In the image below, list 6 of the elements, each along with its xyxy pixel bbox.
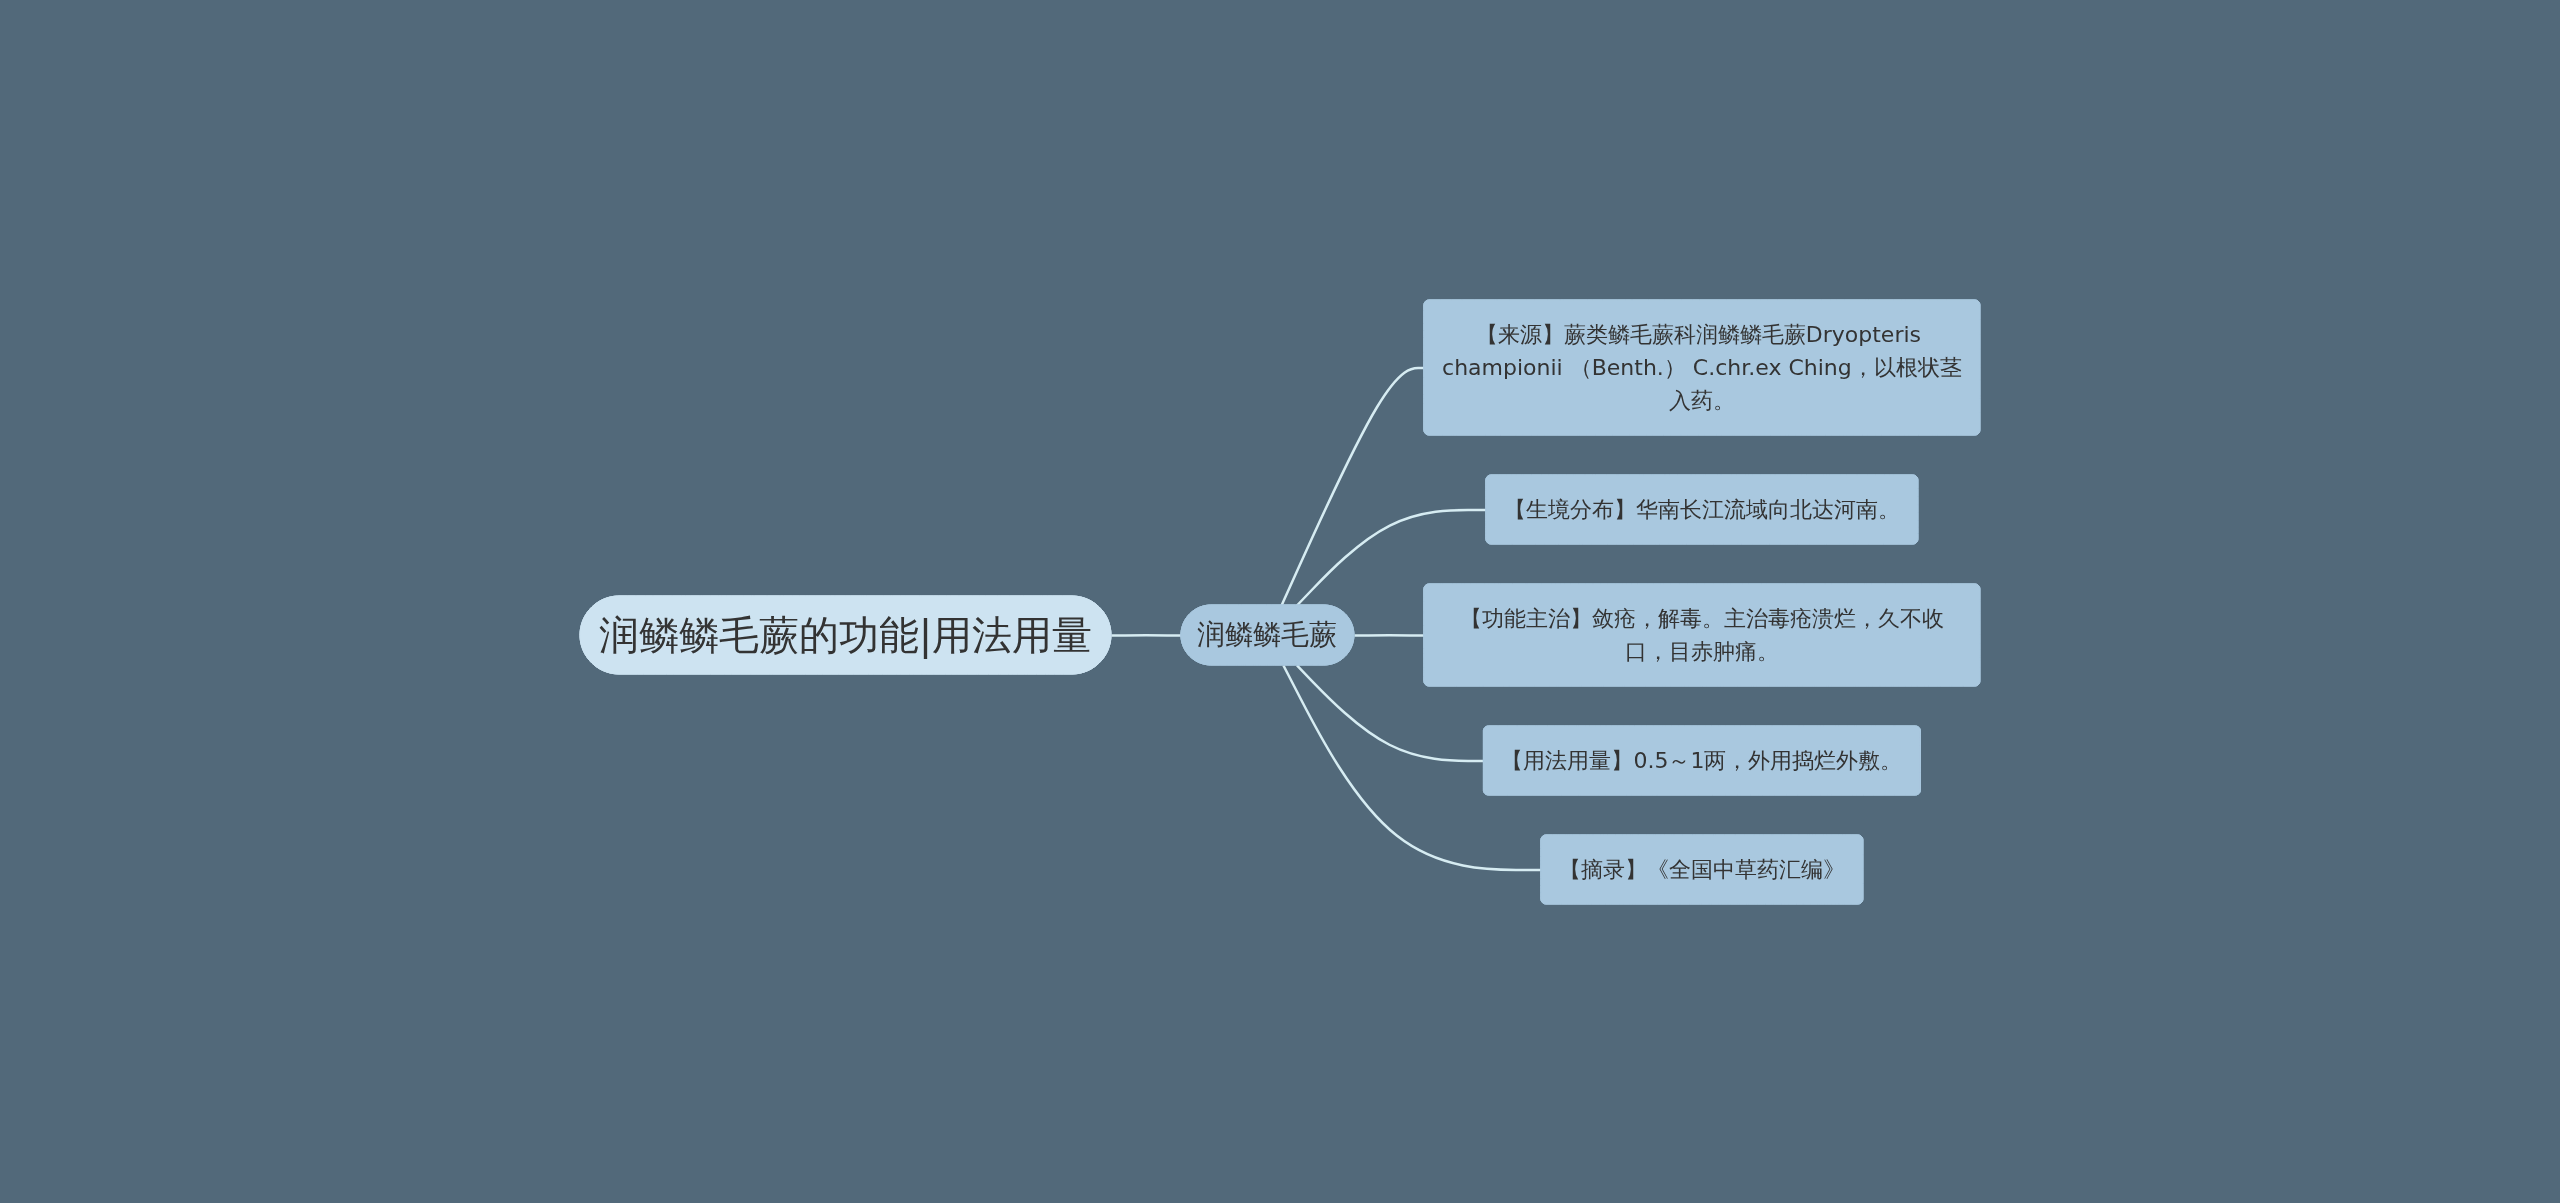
connector — [1296, 508, 1487, 606]
connector — [1354, 633, 1425, 637]
connector — [1282, 664, 1542, 871]
connector — [1296, 664, 1484, 762]
connector — [1111, 633, 1182, 637]
connector — [1280, 366, 1425, 606]
